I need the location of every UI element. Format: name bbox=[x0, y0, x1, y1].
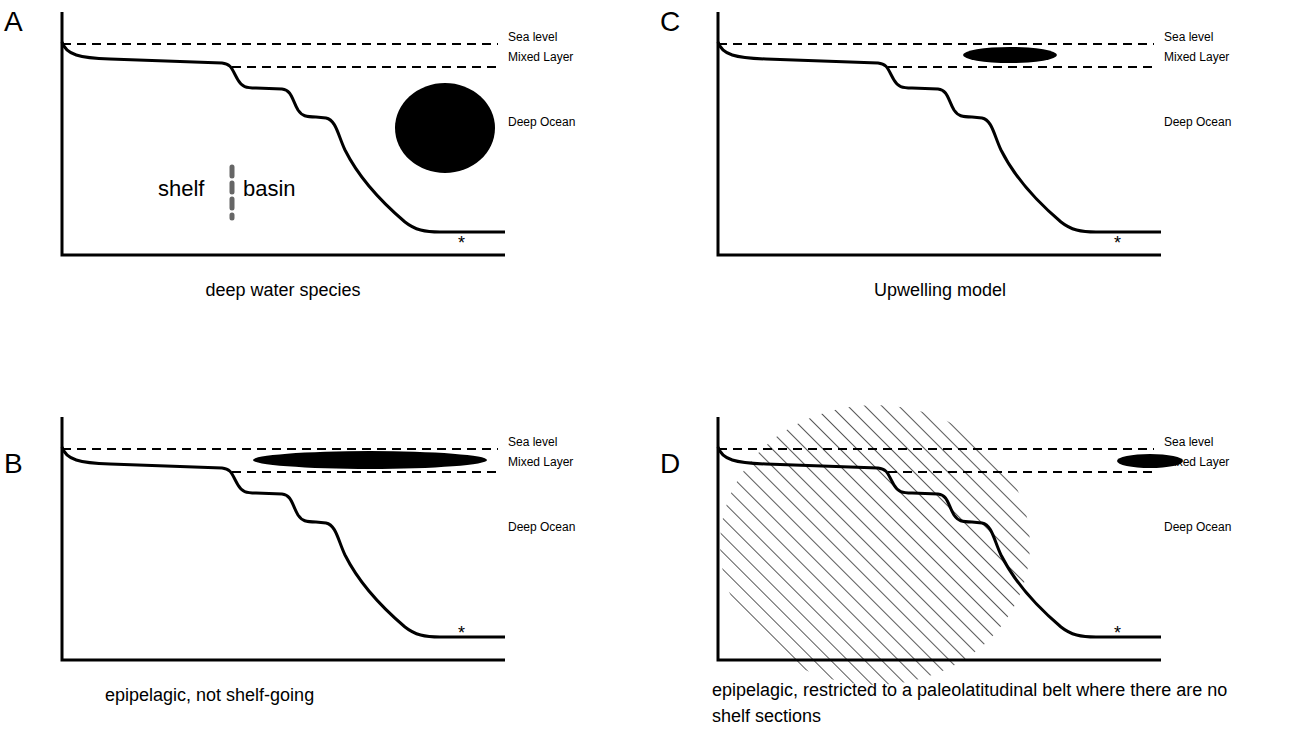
zone-label: Deep Ocean bbox=[1164, 521, 1231, 535]
level-label: Sea level bbox=[1164, 436, 1213, 450]
zone-label: Deep Ocean bbox=[1164, 116, 1231, 130]
panel-c-base bbox=[718, 12, 1161, 255]
level-label: Sea level bbox=[508, 436, 557, 450]
asterisk: * bbox=[1114, 233, 1121, 254]
panel-caption: epipelagic, not shelf-going bbox=[105, 685, 314, 706]
hatched-region bbox=[720, 405, 1030, 685]
panel-caption: epipelagic, restricted to a paleolatitud… bbox=[712, 677, 1242, 729]
level-label: Mixed Layer bbox=[508, 456, 573, 470]
upwelling-mass bbox=[963, 47, 1057, 63]
epipelagic-mass bbox=[253, 451, 487, 469]
level-label: Sea level bbox=[508, 31, 557, 45]
panel-letter: D bbox=[660, 448, 680, 480]
panel-d-base bbox=[718, 417, 1161, 660]
panel-letter: C bbox=[660, 6, 680, 38]
panel-caption: Upwelling model bbox=[874, 280, 1006, 301]
zone-label: Deep Ocean bbox=[508, 521, 575, 535]
shelf-basin-divider bbox=[230, 167, 235, 218]
level-label: Sea level bbox=[1164, 31, 1213, 45]
level-label: Mixed Layer bbox=[1164, 456, 1229, 470]
panel-letter: A bbox=[4, 6, 23, 38]
asterisk: * bbox=[458, 623, 465, 644]
region-label: basin bbox=[243, 176, 296, 201]
zone-label: Deep Ocean bbox=[508, 116, 575, 130]
panel-caption: deep water species bbox=[205, 280, 360, 301]
region-label: shelf bbox=[158, 176, 204, 201]
level-label: Mixed Layer bbox=[1164, 51, 1229, 65]
panel-letter: B bbox=[4, 448, 23, 480]
asterisk: * bbox=[458, 233, 465, 254]
panel-a-base bbox=[62, 12, 505, 255]
asterisk: * bbox=[1114, 623, 1121, 644]
deep-water-mass bbox=[395, 83, 495, 173]
level-label: Mixed Layer bbox=[508, 51, 573, 65]
panel-b-base bbox=[62, 417, 505, 660]
